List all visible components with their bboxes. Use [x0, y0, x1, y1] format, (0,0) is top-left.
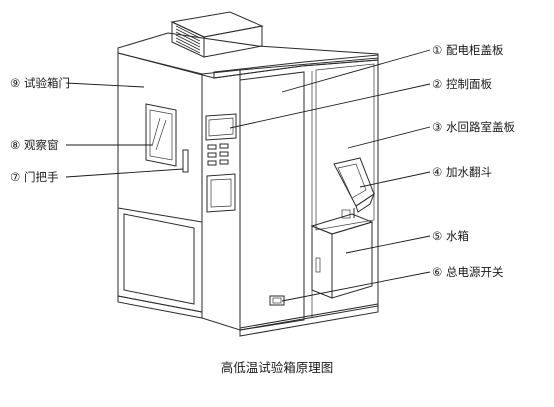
label-door-handle: ⑦ 门把手	[10, 170, 58, 184]
control-column	[201, 69, 241, 331]
chamber-left-side	[117, 52, 203, 319]
main-power-switch	[269, 295, 285, 306]
leader-lines	[65, 49, 431, 302]
distribution-cover-panel	[239, 71, 305, 331]
diagram-caption: 高低温试验箱原理图	[221, 360, 334, 375]
label-chamber-door: ⑨ 试验箱门	[10, 76, 70, 90]
label-observation-window: ⑧ 观察窗	[10, 138, 58, 152]
vent-grille	[123, 213, 195, 305]
top-fan-unit	[170, 11, 264, 58]
water-tank	[310, 209, 374, 299]
label-power-switch: ⑥ 总电源开关	[432, 265, 504, 279]
label-control-panel: ② 控制面板	[432, 77, 492, 91]
control-panel-plate	[205, 113, 237, 141]
label-water-circuit-cover: ③ 水回路室盖板	[432, 120, 515, 134]
label-water-tank: ⑤ 水箱	[432, 229, 469, 243]
label-distribution-cover: ① 配电柜盖板	[432, 43, 504, 57]
label-water-funnel: ④ 加水翻斗	[432, 165, 492, 179]
water-circuit-cover	[315, 63, 375, 231]
door-handle	[182, 149, 189, 173]
cabinet-top	[117, 32, 379, 79]
water-fill-funnel	[333, 157, 376, 218]
observation-window	[145, 103, 177, 167]
